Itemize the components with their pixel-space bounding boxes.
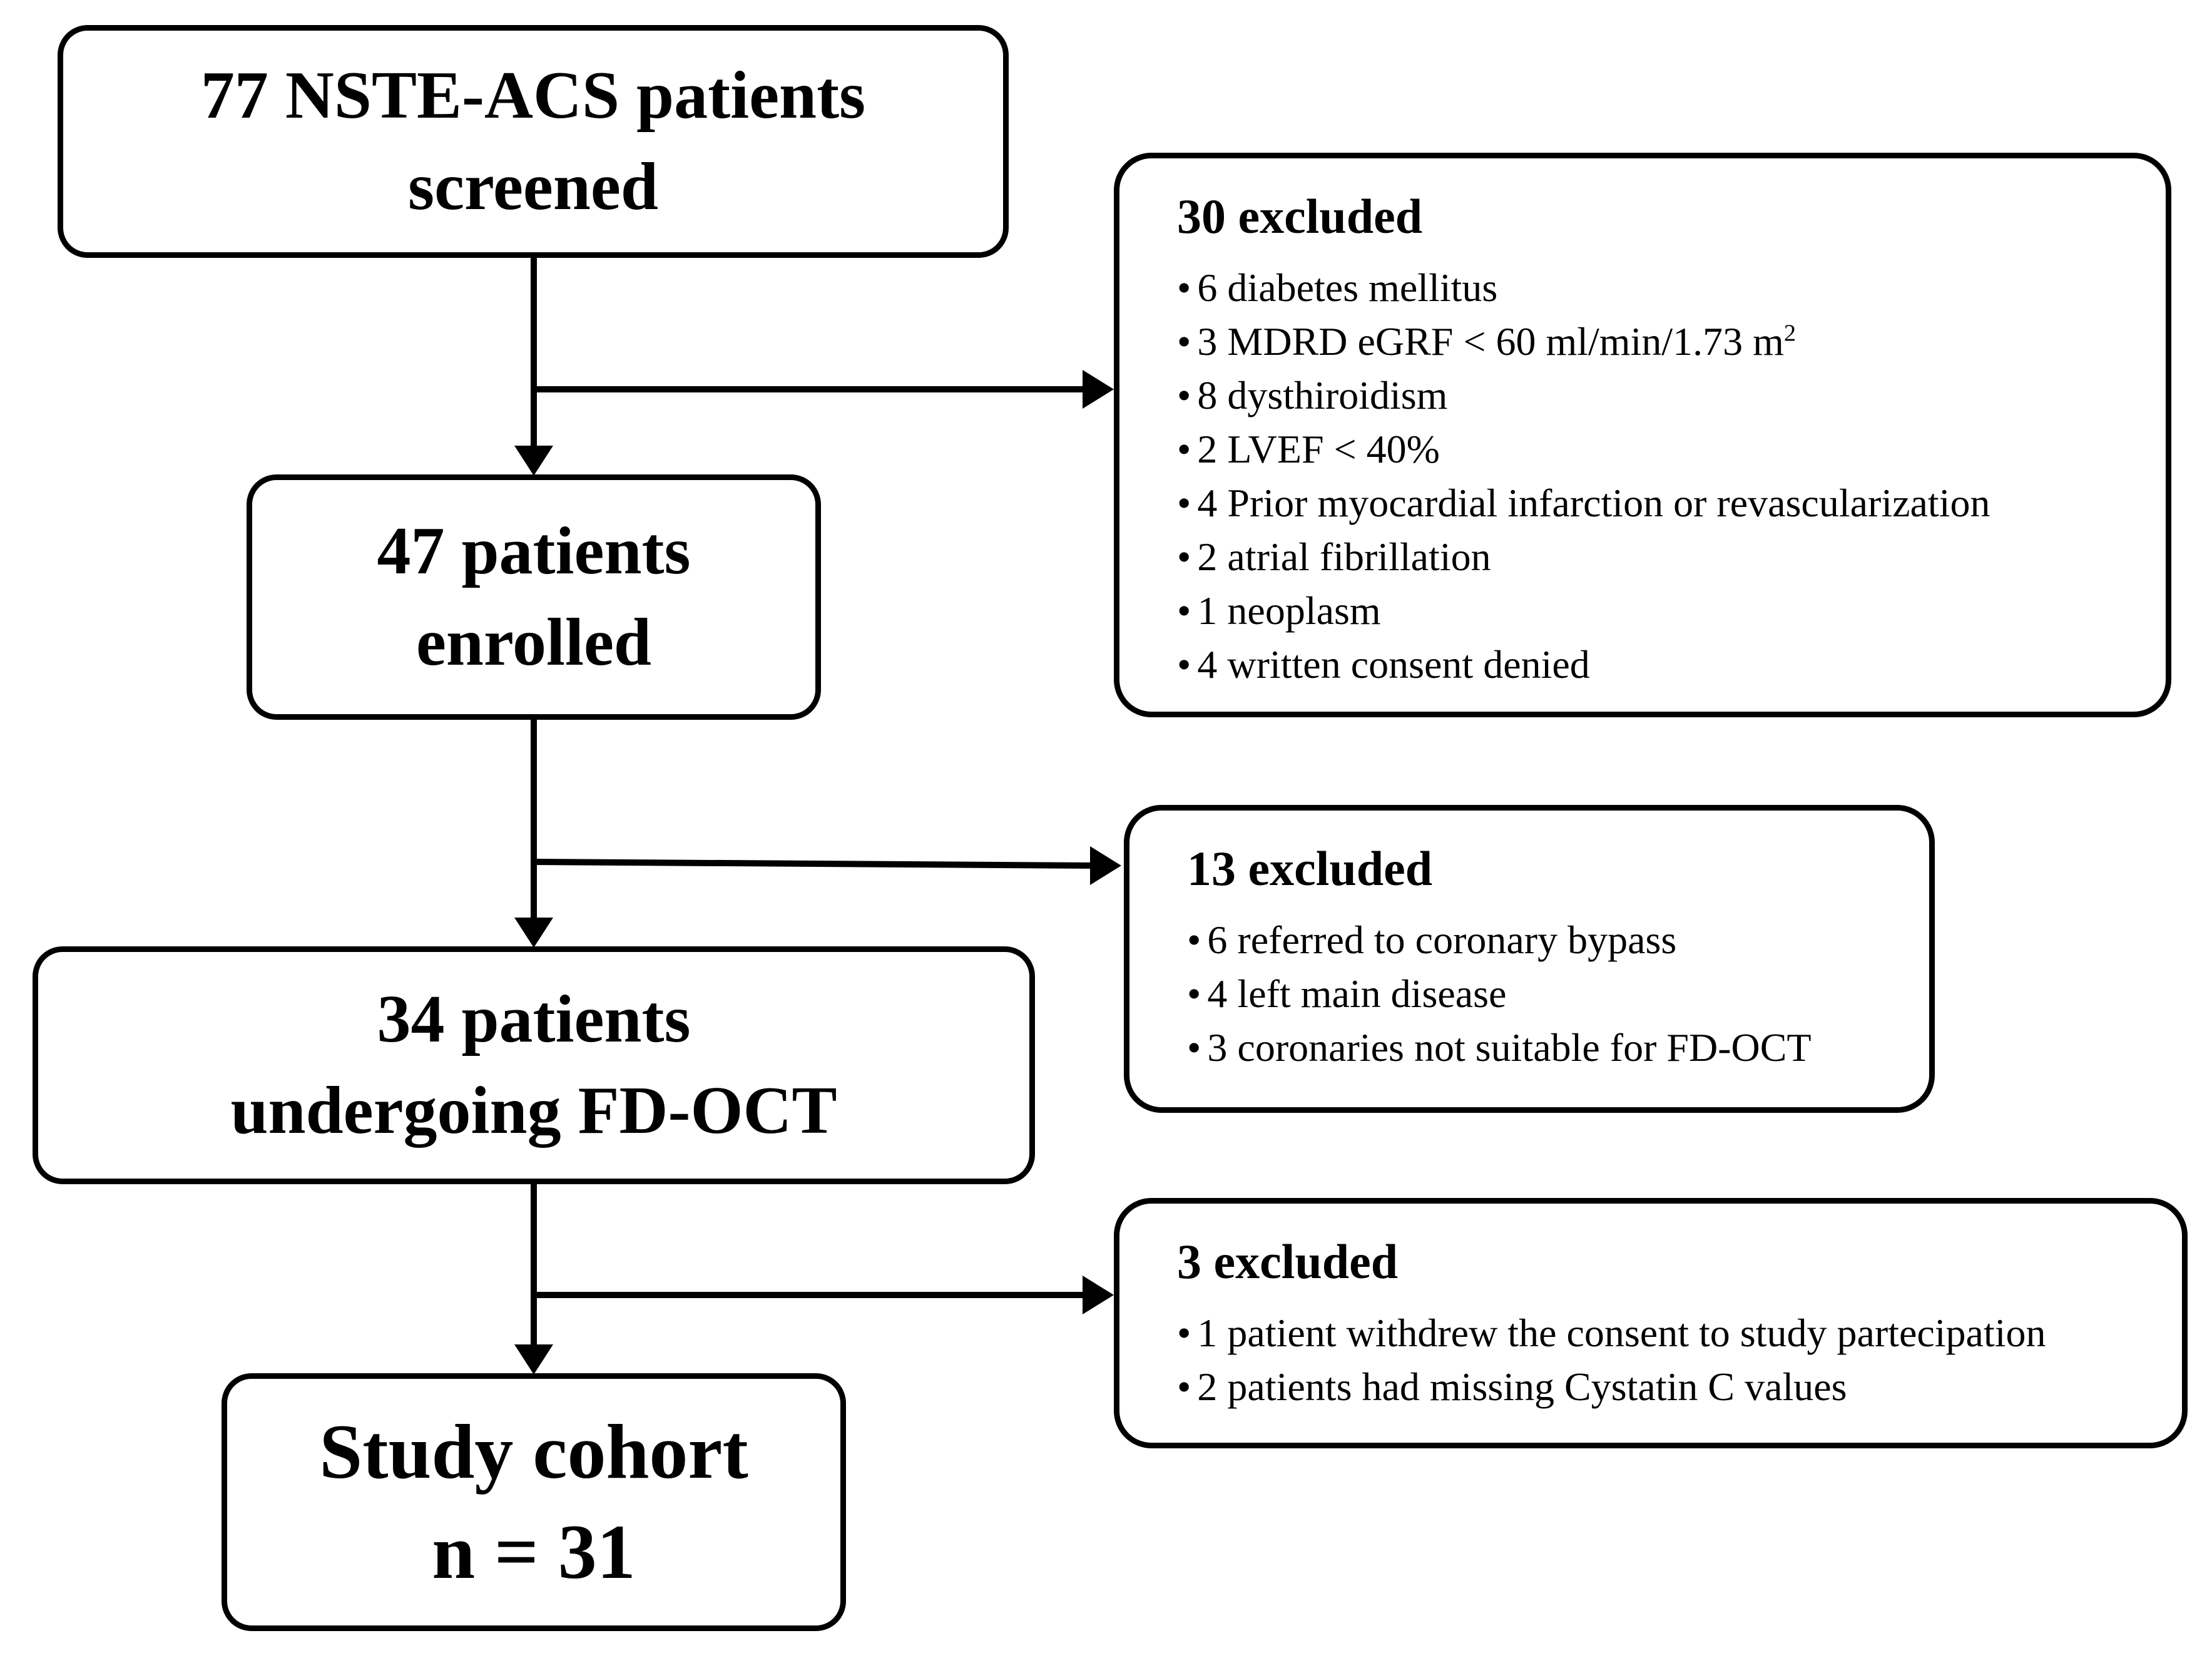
exclusion-1-item-text: 3 MDRD eGRF < 60 ml/min/1.73 m [1197, 319, 1784, 364]
stage-fd-oct-box: 34 patients undergoing FD-OCT [33, 946, 1035, 1184]
bullet-icon: • [1177, 319, 1191, 364]
exclusion-1-item: •2 LVEF < 40% [1177, 422, 2166, 476]
stage-enrolled-line-2: enrolled [416, 605, 651, 680]
exclusion-3-item: •1 patient withdrew the consent to study… [1177, 1306, 2182, 1360]
exclusion-1-item-text: 2 LVEF < 40% [1197, 427, 1440, 471]
stage-screened-box: 77 NSTE-ACS patients screened [58, 25, 1009, 258]
exclusion-3-item: •2 patients had missing Cystatin C value… [1177, 1360, 2182, 1414]
exclusion-box-3: 3 excluded •1 patient withdrew the conse… [1114, 1198, 2188, 1448]
bullet-icon: • [1177, 1364, 1191, 1409]
exclusion-1-item: •3 MDRD eGRF < 60 ml/min/1.73 m2 [1177, 315, 2166, 369]
exclusion-3-list: •1 patient withdrew the consent to study… [1177, 1306, 2182, 1414]
bullet-icon: • [1177, 535, 1191, 579]
exclusion-1-item: •4 Prior myocardial infarction or revasc… [1177, 476, 2166, 530]
exclusion-2-item: •3 coronaries not suitable for FD-OCT [1187, 1021, 1929, 1075]
stage-screened-line-1: 77 NSTE-ACS patients [200, 58, 866, 133]
bullet-icon: • [1187, 918, 1201, 962]
bullet-icon: • [1177, 427, 1191, 471]
exclusion-1-item-text: 4 Prior myocardial infarction or revascu… [1197, 481, 1990, 525]
exclusion-1-item-text: 6 diabetes mellitus [1197, 265, 1498, 310]
exclusion-1-list: •6 diabetes mellitus •3 MDRD eGRF < 60 m… [1177, 261, 2166, 692]
arrowhead-to-exclusion-3 [1083, 1276, 1114, 1314]
bullet-icon: • [1177, 373, 1191, 417]
stage-fd-oct-line-2: undergoing FD-OCT [230, 1073, 837, 1148]
bullet-icon: • [1177, 588, 1191, 633]
exclusion-box-1: 30 excluded •6 diabetes mellitus •3 MDRD… [1114, 153, 2171, 717]
exclusion-1-item-text: 1 neoplasm [1197, 588, 1381, 633]
exclusion-3-item-text: 2 patients had missing Cystatin C values [1197, 1364, 1847, 1409]
arrowhead-to-stage-2 [514, 446, 553, 476]
exclusion-2-list: •6 referred to coronary bypass •4 left m… [1187, 913, 1929, 1075]
arrowhead-to-exclusion-1 [1083, 370, 1114, 409]
exclusion-3-title: 3 excluded [1177, 1234, 1399, 1289]
stage-cohort-line-1: Study cohort [319, 1409, 748, 1495]
exclusion-1-item-text: 2 atrial fibrillation [1197, 535, 1491, 579]
arrowhead-to-exclusion-2 [1090, 846, 1121, 885]
branch-to-exclusion-2 [533, 859, 1097, 869]
bullet-icon: • [1177, 265, 1191, 310]
exclusion-1-item-text: 8 dysthiroidism [1197, 373, 1448, 417]
stage-enrolled-line-1: 47 patients [377, 514, 691, 588]
stage-cohort-box: Study cohort n = 31 [222, 1373, 846, 1631]
exclusion-2-item: •4 left main disease [1187, 967, 1929, 1021]
bullet-icon: • [1177, 481, 1191, 525]
exclusion-2-title: 13 excluded [1187, 841, 1433, 896]
bullet-icon: • [1187, 1025, 1201, 1070]
exclusion-1-item: •1 neoplasm [1177, 584, 2166, 638]
exclusion-2-item-text: 3 coronaries not suitable for FD-OCT [1207, 1025, 1812, 1070]
exclusion-1-item: •8 dysthiroidism [1177, 369, 2166, 422]
exclusion-1-item: •2 atrial fibrillation [1177, 530, 2166, 584]
bullet-icon: • [1177, 642, 1191, 687]
exclusion-1-title: 30 excluded [1177, 189, 1423, 243]
exclusion-box-2: 13 excluded •6 referred to coronary bypa… [1124, 805, 1935, 1113]
exclusion-3-item-text: 1 patient withdrew the consent to study … [1197, 1311, 2046, 1355]
arrowhead-to-stage-4 [514, 1344, 553, 1374]
stage-fd-oct-line-1: 34 patients [377, 982, 691, 1057]
arrowhead-to-stage-3 [514, 918, 553, 948]
exclusion-2-item-text: 4 left main disease [1207, 971, 1507, 1016]
stage-cohort-line-2: n = 31 [432, 1509, 636, 1595]
exclusion-2-item-text: 6 referred to coronary bypass [1207, 918, 1677, 962]
stage-enrolled-box: 47 patients enrolled [247, 474, 821, 720]
exclusion-1-item: •4 written consent denied [1177, 638, 2166, 692]
exclusion-1-item: •6 diabetes mellitus [1177, 261, 2166, 315]
exclusion-2-item: •6 referred to coronary bypass [1187, 913, 1929, 967]
stage-screened-line-2: screened [408, 150, 658, 224]
bullet-icon: • [1177, 1311, 1191, 1355]
bullet-icon: • [1187, 971, 1201, 1016]
exclusion-1-item-text: 4 written consent denied [1197, 642, 1590, 687]
exclusion-1-item-superscript: 2 [1783, 320, 1797, 347]
